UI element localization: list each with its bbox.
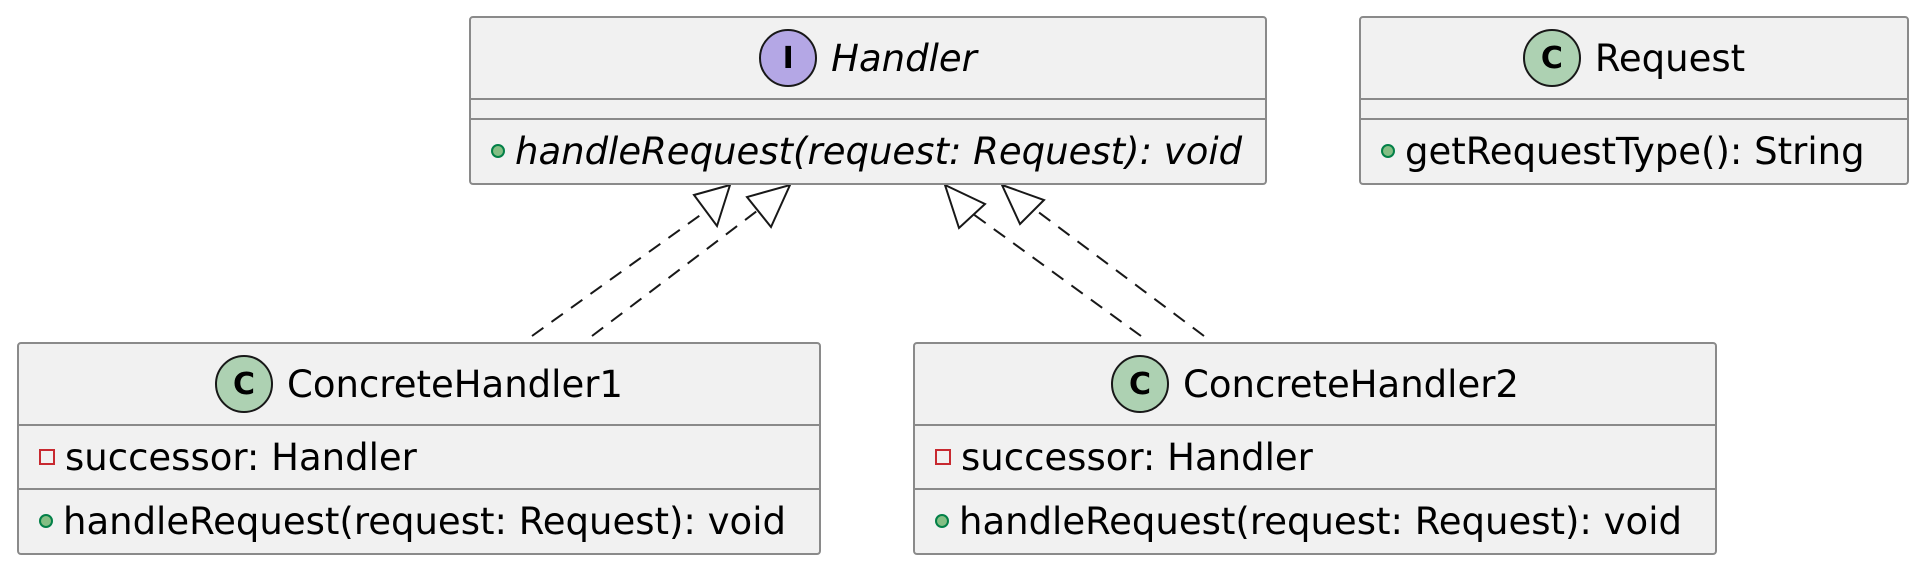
fields-section xyxy=(471,100,1265,120)
field-text: successor: Handler xyxy=(961,435,1313,479)
method-row: handleRequest(request: Request): void xyxy=(471,120,1265,182)
class-concrete-handler-2[interactable]: C ConcreteHandler2 successor: Handler ha… xyxy=(913,342,1717,555)
edge-concrete2-handler-a xyxy=(968,210,1142,337)
field-row: successor: Handler xyxy=(19,426,819,488)
interface-badge-icon: I xyxy=(759,29,818,87)
public-visibility-icon xyxy=(1381,144,1395,158)
class-header: C ConcreteHandler2 xyxy=(915,344,1715,426)
class-header: C Request xyxy=(1361,18,1907,100)
class-header: C ConcreteHandler1 xyxy=(19,344,819,426)
private-visibility-icon xyxy=(935,449,951,465)
method-text: handleRequest(request: Request): void xyxy=(63,499,786,543)
public-visibility-icon xyxy=(935,514,949,528)
methods-section: handleRequest(request: Request): void xyxy=(471,120,1265,182)
class-name: Handler xyxy=(831,36,977,80)
private-visibility-icon xyxy=(39,449,55,465)
method-text: getRequestType(): String xyxy=(1405,129,1865,173)
methods-section: getRequestType(): String xyxy=(1361,120,1907,182)
method-row: handleRequest(request: Request): void xyxy=(915,490,1715,552)
class-badge-icon: C xyxy=(1111,355,1170,413)
fields-section: successor: Handler xyxy=(19,426,819,490)
class-header: I Handler xyxy=(471,18,1265,100)
fields-section: successor: Handler xyxy=(915,426,1715,490)
methods-section: handleRequest(request: Request): void xyxy=(19,490,819,552)
field-row: successor: Handler xyxy=(915,426,1715,488)
class-name: Request xyxy=(1594,36,1746,80)
arrowhead-concrete2-handler-b xyxy=(1000,183,1046,226)
method-text: handleRequest(request: Request): void xyxy=(959,499,1682,543)
edge-concrete1-handler-a xyxy=(531,210,707,337)
method-row: handleRequest(request: Request): void xyxy=(19,490,819,552)
class-handler[interactable]: I Handler handleRequest(request: Request… xyxy=(469,16,1267,185)
public-visibility-icon xyxy=(491,144,505,158)
class-concrete-handler-1[interactable]: C ConcreteHandler1 successor: Handler ha… xyxy=(17,342,821,555)
public-visibility-icon xyxy=(39,514,53,528)
arrowhead-concrete2-handler-a xyxy=(943,183,987,230)
methods-section: handleRequest(request: Request): void xyxy=(915,490,1715,552)
method-row: getRequestType(): String xyxy=(1361,120,1907,182)
fields-section xyxy=(1361,100,1907,120)
class-name: ConcreteHandler1 xyxy=(287,362,623,406)
arrowhead-concrete1-handler-a xyxy=(692,183,732,229)
class-request[interactable]: C Request getRequestType(): String xyxy=(1359,16,1909,185)
class-name: ConcreteHandler2 xyxy=(1183,362,1519,406)
method-text: handleRequest(request: Request): void xyxy=(515,129,1243,173)
class-badge-icon: C xyxy=(215,355,274,413)
edge-concrete2-handler-b xyxy=(1032,207,1205,337)
field-text: successor: Handler xyxy=(65,435,417,479)
arrowhead-concrete1-handler-b xyxy=(745,183,792,229)
class-badge-icon: C xyxy=(1522,29,1581,87)
edge-concrete1-handler-b xyxy=(591,210,758,337)
